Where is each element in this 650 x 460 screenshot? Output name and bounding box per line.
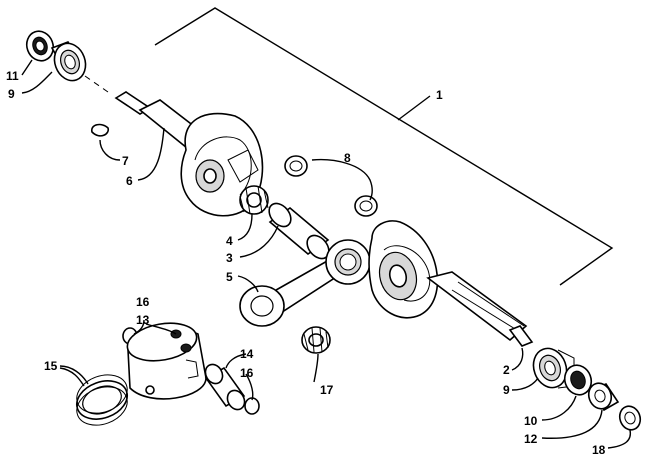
piston-13 xyxy=(126,322,207,400)
callout-8: 8 xyxy=(344,151,351,165)
callout-3: 3 xyxy=(226,251,233,265)
piston-pin-14 xyxy=(204,363,246,411)
leader-lines xyxy=(21,59,632,449)
callout-17: 17 xyxy=(320,383,334,397)
callout-10: 10 xyxy=(524,414,538,428)
thrust-washer-8 xyxy=(284,155,378,217)
piston-rings-15 xyxy=(76,374,128,426)
callout-9-left: 9 xyxy=(8,87,15,101)
callout-16-bottom: 16 xyxy=(240,366,254,380)
callout-16-top: 16 xyxy=(136,295,150,309)
assembly-bracket xyxy=(154,7,614,286)
needle-bearing-4 xyxy=(239,185,269,215)
woodruff-key-7 xyxy=(91,123,110,137)
washer-18 xyxy=(618,405,642,431)
callout-5: 5 xyxy=(226,270,233,284)
bearing-9-right xyxy=(532,347,575,389)
callout-12: 12 xyxy=(524,432,538,446)
callout-6: 6 xyxy=(126,174,133,188)
seal-10 xyxy=(563,364,593,396)
callout-2: 2 xyxy=(503,363,510,377)
crank-pin-3 xyxy=(268,202,330,260)
callout-13: 13 xyxy=(136,313,150,327)
callout-9-right: 9 xyxy=(503,383,510,397)
circlip-16-bottom xyxy=(244,397,260,415)
callout-7: 7 xyxy=(122,154,129,168)
connecting-rod-5 xyxy=(239,239,371,327)
callout-15: 15 xyxy=(44,359,58,373)
bearing-9-left xyxy=(50,41,87,82)
callout-4: 4 xyxy=(226,234,233,248)
crank-half-right xyxy=(368,220,534,347)
callout-14: 14 xyxy=(240,347,254,361)
spacer-12 xyxy=(587,382,620,412)
callout-18: 18 xyxy=(592,443,606,457)
callout-labels: 1 2 3 4 5 6 7 8 9 9 10 11 12 13 14 15 16… xyxy=(6,69,606,457)
callout-11: 11 xyxy=(6,69,19,83)
seal-11 xyxy=(25,30,55,62)
callout-1: 1 xyxy=(436,88,443,102)
needle-bearing-17 xyxy=(301,326,331,354)
